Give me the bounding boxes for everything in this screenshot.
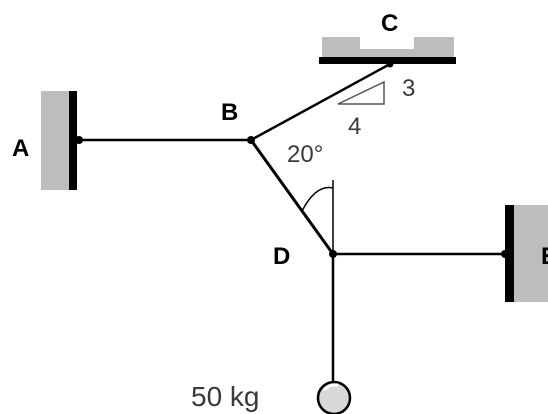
support-a-hatch [41, 91, 69, 190]
cable-bc [250, 62, 391, 142]
support-c-hatch [322, 37, 454, 57]
label-b: B [221, 99, 238, 126]
mass-weight-ball [316, 380, 352, 414]
support-a-wall [69, 91, 77, 190]
slope-triangle [337, 80, 385, 105]
support-e-wall [505, 205, 514, 302]
mass-label: 50 kg [191, 381, 260, 412]
cable-bd [249, 139, 335, 255]
label-d: D [273, 243, 290, 270]
support-a [41, 91, 77, 190]
slope-rise-label: 3 [402, 75, 415, 102]
joint-e [501, 250, 509, 258]
support-e [505, 205, 548, 302]
support-c [319, 37, 456, 64]
angle-label: 20° [287, 141, 323, 168]
label-e: E [541, 243, 548, 270]
support-e-hatch [514, 205, 548, 302]
mass-weight-highlight [322, 383, 339, 392]
slope-run-label: 4 [348, 113, 361, 140]
slope-triangle-shape [337, 80, 385, 105]
joint-c [386, 60, 394, 68]
support-c-ceiling [319, 57, 456, 64]
label-c: C [381, 10, 398, 37]
label-a: A [12, 135, 29, 162]
joint-b [247, 136, 255, 144]
mass-weight [316, 380, 352, 414]
angle-indicator [301, 180, 334, 254]
joint-a [75, 136, 83, 144]
angle-arc [301, 186, 334, 212]
